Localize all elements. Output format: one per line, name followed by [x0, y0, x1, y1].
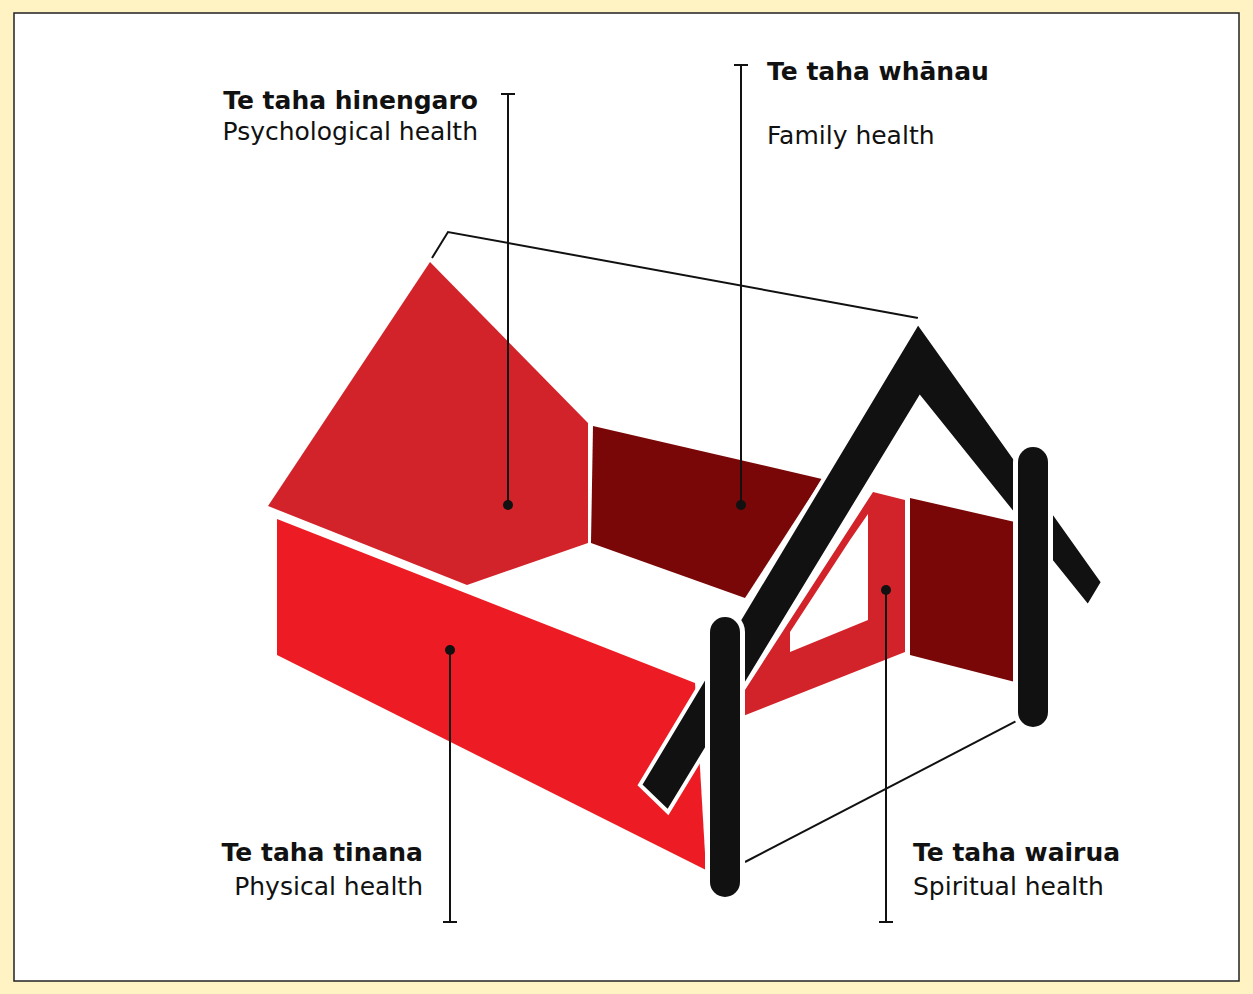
- leader-tick: [879, 921, 893, 923]
- post-halo: [705, 632, 745, 882]
- dimension-meaning: Psychological health: [223, 117, 479, 147]
- roof-outline: [432, 232, 918, 318]
- leader-tick: [501, 93, 515, 95]
- leader-tick: [443, 921, 457, 923]
- leader-line: [885, 590, 887, 922]
- panel: [14, 13, 1239, 981]
- dimension-meaning: Family health: [767, 121, 935, 151]
- leader-dot: [445, 645, 455, 655]
- leader-tick: [734, 64, 748, 66]
- leader-dot: [881, 585, 891, 595]
- dimension-meaning: Spiritual health: [913, 872, 1104, 902]
- dimension-name: Te taha hinengaro: [223, 86, 478, 116]
- side-wall: [277, 519, 706, 870]
- end-wall: [910, 498, 1015, 682]
- post-halo: [1013, 462, 1053, 712]
- leader-dot: [736, 500, 746, 510]
- post: [1018, 462, 1048, 712]
- dimension-name: Te taha whānau: [767, 57, 989, 87]
- leader-lines: [443, 65, 893, 922]
- dimension-meaning: Physical health: [234, 872, 423, 902]
- leader-line: [507, 94, 509, 505]
- dimension-name: Te taha tinana: [222, 838, 423, 868]
- dimension-name: Te taha wairua: [913, 838, 1120, 868]
- leader-line: [740, 65, 742, 505]
- leader-dots: [445, 500, 891, 655]
- leader-line: [449, 650, 451, 922]
- post: [710, 632, 740, 882]
- leader-dot: [503, 500, 513, 510]
